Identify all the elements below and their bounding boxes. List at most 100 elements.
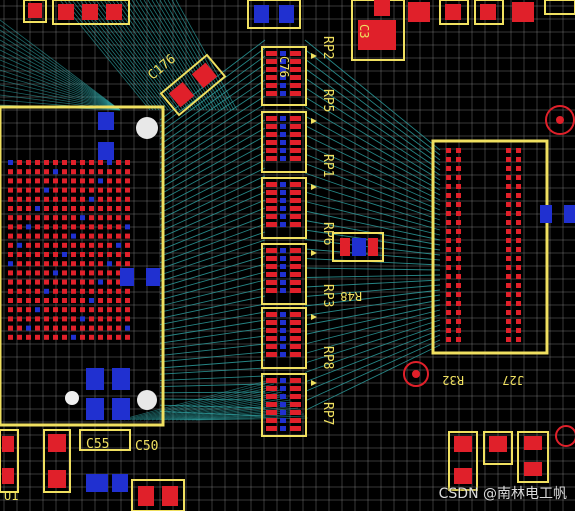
rp-pad (280, 280, 286, 285)
trace (159, 143, 266, 201)
rp-pad (290, 148, 301, 153)
connector-pad (446, 229, 451, 234)
trace (159, 0, 226, 111)
trace (0, 79, 121, 111)
bga-pad (116, 288, 121, 294)
rp-pad (280, 352, 286, 357)
rp-pad (266, 91, 277, 96)
bga-pad (44, 206, 49, 211)
rp-pad (290, 386, 301, 391)
connector-pad (446, 274, 451, 279)
rp-pad (280, 344, 286, 349)
bga-pad (98, 112, 114, 130)
bga-pad (35, 279, 40, 285)
trace (159, 303, 266, 326)
bga-pad (62, 206, 67, 211)
trace (304, 49, 441, 156)
rp-pad (266, 328, 277, 333)
rp-pad (290, 214, 301, 219)
bga-pad (8, 169, 13, 175)
rp-pad (290, 288, 301, 293)
bga-chip[interactable] (0, 105, 165, 427)
bga-pad (35, 224, 40, 230)
bga-pad (62, 261, 67, 267)
connector-pad (456, 247, 461, 252)
c76-label: C76 (277, 56, 291, 78)
bga-pad (35, 206, 40, 211)
connector-pad (456, 283, 461, 288)
bga-pad (35, 187, 40, 193)
connector-pad (506, 175, 511, 180)
bga-pad (116, 252, 121, 257)
rp-pad (266, 124, 277, 129)
bga-pad (125, 224, 130, 230)
bga-pad (71, 160, 76, 165)
bga-pad (116, 316, 121, 322)
bga-pad (98, 316, 103, 322)
connector-pad (456, 337, 461, 342)
rp-outline (261, 243, 307, 305)
rp-pad (290, 182, 301, 187)
bga-pad (35, 242, 40, 248)
trace (151, 395, 287, 421)
trace (159, 135, 266, 195)
trace (131, 0, 205, 111)
bga-pad (26, 233, 31, 239)
rp6-label: RP6 (320, 222, 335, 245)
bga-pad (71, 325, 76, 331)
connector-pad (506, 256, 511, 261)
bga-pad (53, 169, 58, 175)
rp-pad (280, 222, 286, 227)
connector-pad (506, 328, 511, 333)
bga-pad (8, 187, 13, 193)
rp-pad (290, 352, 301, 357)
trace (159, 207, 266, 251)
bga-pad (107, 279, 112, 285)
connector-pad (516, 166, 521, 171)
rp-pad (266, 132, 277, 137)
capacitor-c176[interactable] (159, 53, 227, 117)
trace (167, 0, 232, 111)
trace (159, 87, 266, 158)
rp-pad (280, 198, 286, 203)
pin1-marker (311, 380, 317, 386)
trace (304, 201, 441, 236)
rp-pad (290, 256, 301, 261)
c176-outline (159, 53, 227, 117)
bga-pad (53, 233, 58, 239)
bga-pad (44, 160, 49, 165)
bga-pad (62, 178, 67, 184)
rp-pad (280, 59, 286, 64)
connector-j27[interactable] (431, 105, 575, 355)
trace (159, 255, 266, 288)
resistor-pack-column[interactable] (261, 46, 317, 437)
bga-pad (107, 224, 112, 230)
rp-pad (290, 190, 301, 195)
bga-pad-array (8, 112, 160, 340)
top-left-components (23, 0, 130, 25)
bga-pad (80, 206, 85, 211)
rp-pad (266, 140, 277, 145)
connector-pad (516, 283, 521, 288)
rp-pad (280, 91, 286, 96)
rp-pad (280, 124, 286, 129)
connector-pad (456, 166, 461, 171)
bga-pad (116, 169, 121, 175)
bga-pad (89, 224, 94, 230)
trace (0, 59, 121, 111)
bga-pad (146, 268, 160, 286)
bga-pad (89, 215, 94, 221)
rp-pad (280, 116, 286, 121)
trace (159, 263, 266, 295)
rp-pad (280, 320, 286, 325)
connector-pad (516, 328, 521, 333)
bga-pad (98, 206, 103, 211)
bga-pad (17, 298, 22, 303)
resistor-r48[interactable] (332, 232, 384, 262)
bga-pad (17, 178, 22, 184)
rp-outline (261, 46, 307, 106)
connector-pad (516, 211, 521, 216)
rp-pad (266, 288, 277, 293)
bga-pad (53, 215, 58, 221)
